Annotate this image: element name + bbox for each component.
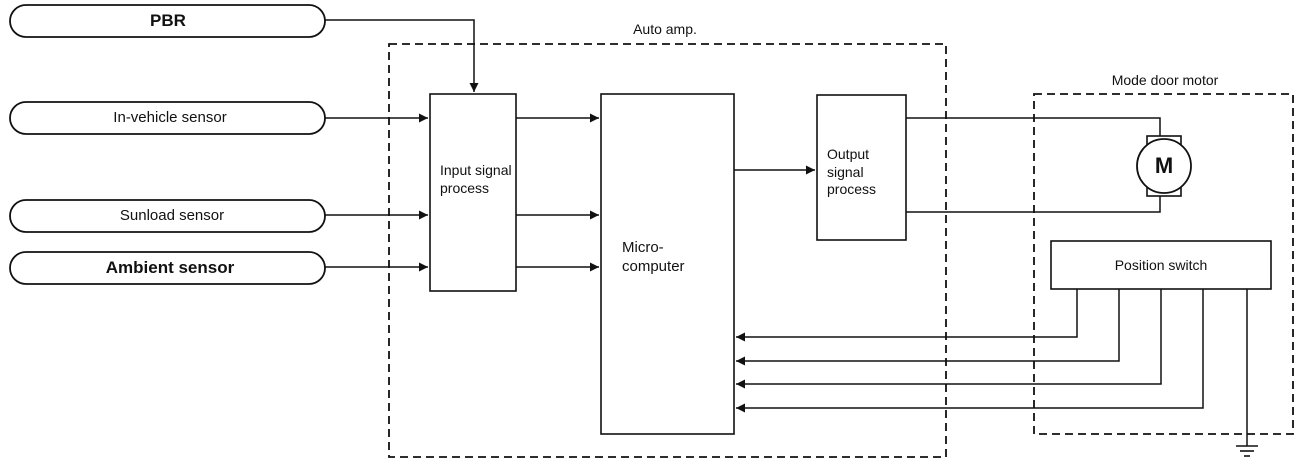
input-signal-process-block: [429, 93, 517, 292]
motor-symbol-label: M: [1154, 153, 1174, 178]
microcomputer-label: Micro-computer: [622, 239, 685, 275]
output-to-motor-line-bottom: [906, 196, 1161, 213]
microcomputer-block: [600, 93, 735, 435]
pbr-line: [325, 19, 479, 92]
in-vehicle-sensor-label: In-vehicle sensor: [113, 109, 227, 126]
mode-door-motor-label: Mode door motor: [1111, 72, 1219, 88]
auto-amp-boundary: [388, 43, 947, 458]
ambient-sensor-pill: [9, 251, 326, 285]
sunload-sensor-label: Sunload sensor: [119, 207, 225, 224]
output-signal-process-label: Output signal process: [827, 146, 877, 197]
position-switch-label: Position switch: [1114, 257, 1208, 273]
ground-symbol: [1236, 445, 1258, 457]
sunload-sensor-pill: [9, 199, 326, 233]
pbr-label: PBR: [150, 11, 186, 30]
output-signal-process-block: [816, 94, 907, 241]
motor-circle: [1136, 138, 1192, 194]
input-signal-process-label: Input signal process: [440, 162, 512, 196]
position-feedback-line-3: [736, 289, 1162, 389]
pbr-pill: [9, 4, 326, 38]
position-feedback-line-1: [736, 289, 1078, 342]
mode-door-motor-boundary: [1033, 93, 1294, 435]
auto-amp-label: Auto amp.: [633, 21, 697, 37]
ambient-sensor-label: Ambient sensor: [105, 258, 235, 277]
position-feedback-line-4: [736, 289, 1204, 413]
position-feedback-line-2: [736, 289, 1120, 366]
output-to-motor-line-top: [906, 117, 1161, 136]
